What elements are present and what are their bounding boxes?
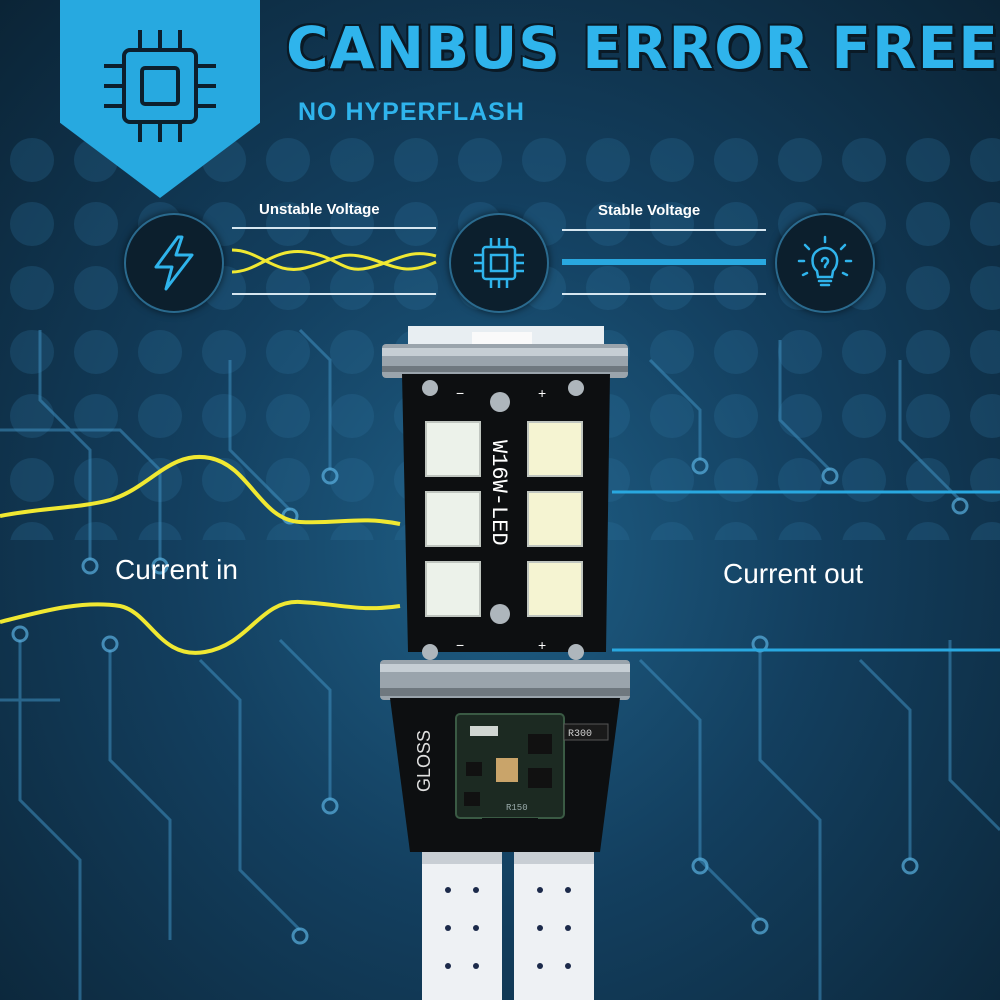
chip-icon-small bbox=[474, 238, 524, 288]
light-bulb-circle bbox=[775, 213, 875, 313]
current-out-label: Current out bbox=[723, 558, 864, 589]
bulb-model-label: W16W-LED bbox=[486, 440, 511, 546]
stable-current-lines bbox=[612, 490, 1000, 652]
polarity-minus-bottom: − bbox=[456, 637, 464, 653]
polarity-plus-top: + bbox=[538, 385, 546, 401]
lightning-circle bbox=[124, 213, 224, 313]
led-chip-array bbox=[425, 421, 583, 617]
resistor-r300-label: R300 bbox=[568, 729, 592, 740]
polarity-plus-bottom: + bbox=[538, 637, 546, 653]
light-bulb-icon bbox=[797, 235, 853, 287]
unstable-voltage-label: Unstable Voltage bbox=[259, 201, 380, 218]
polarity-minus-top: − bbox=[456, 385, 464, 401]
lightning-icon bbox=[154, 235, 194, 291]
page-subtitle: NO HYPERFLASH bbox=[298, 98, 525, 126]
led-bulb: − + − + W16W-LED GLOSS R300 R150 bbox=[380, 326, 630, 1000]
resistor-r150-label: R150 bbox=[506, 803, 528, 813]
unstable-voltage-graphic bbox=[231, 227, 437, 295]
chip-circle bbox=[449, 213, 549, 313]
brand-label: GLOSS bbox=[414, 730, 434, 792]
stable-voltage-graphic bbox=[562, 229, 766, 295]
chip-icon bbox=[104, 30, 216, 142]
unstable-current-wave bbox=[0, 454, 401, 655]
current-in-label: Current in bbox=[115, 554, 238, 585]
page-title: CANBUS ERROR FREE bbox=[286, 14, 999, 82]
stable-voltage-label: Stable Voltage bbox=[598, 202, 701, 219]
